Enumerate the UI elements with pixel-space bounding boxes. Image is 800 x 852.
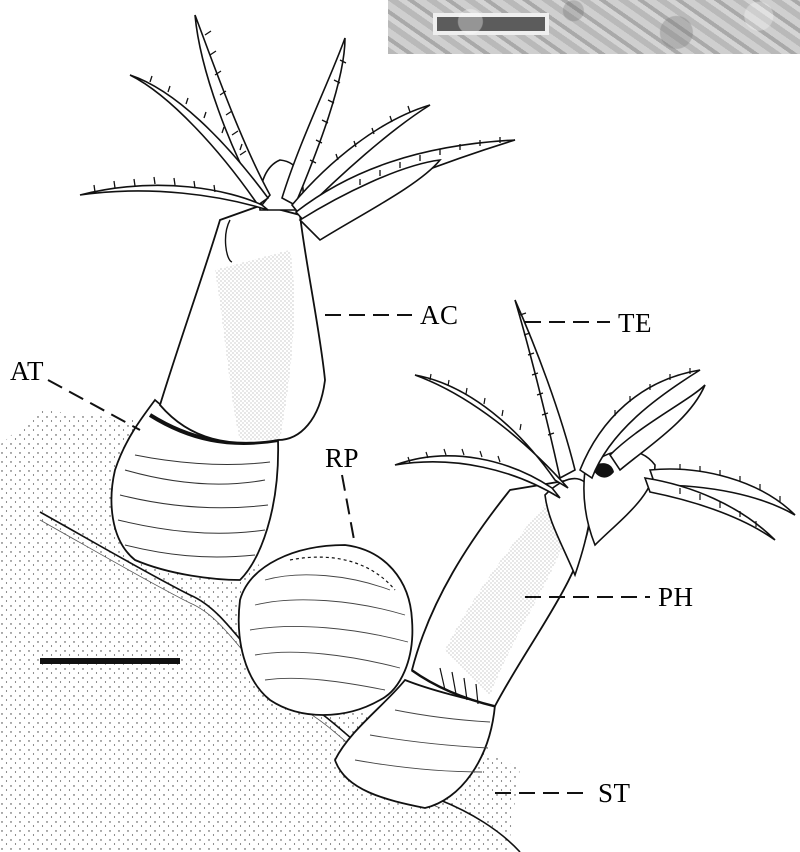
leader-rp xyxy=(342,475,355,545)
label-at: AT xyxy=(10,358,44,385)
label-rp: RP xyxy=(325,445,359,472)
reproductive-body xyxy=(239,545,413,715)
label-ph: PH xyxy=(658,584,694,611)
label-ac: AC xyxy=(420,302,459,329)
label-st: ST xyxy=(598,780,631,807)
scale-bar xyxy=(40,658,180,664)
label-te: TE xyxy=(618,310,652,337)
